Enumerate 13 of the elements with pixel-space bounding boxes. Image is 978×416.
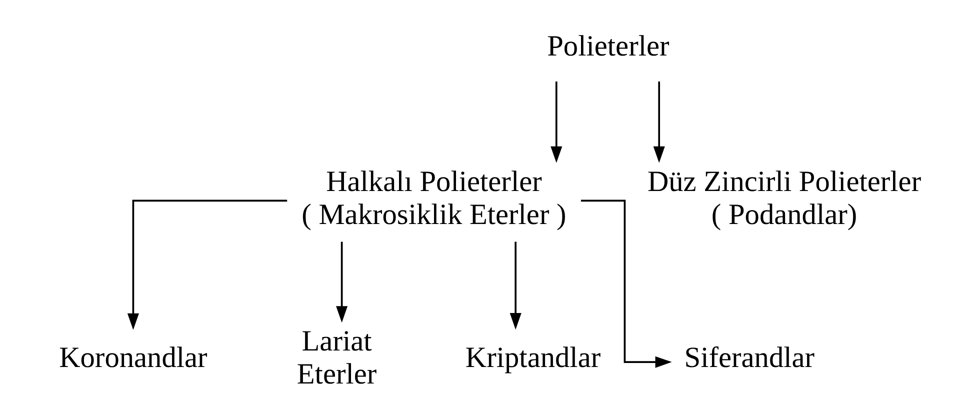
arrow — [580, 200, 672, 368]
node-text: Kriptandlar — [465, 342, 601, 374]
node-text: Düz Zincirli Polieterler ( Podandlar) — [647, 166, 922, 232]
arrow — [653, 81, 665, 163]
node-text: Lariat Eterler — [296, 326, 377, 391]
arrow — [550, 81, 562, 163]
arrow — [510, 242, 522, 330]
arrow — [336, 242, 348, 323]
node-text: Siferandlar — [684, 342, 815, 374]
node-text: Halkalı Polieterler ( Makrosiklik Eterler ) — [302, 166, 566, 232]
node-text: Polieterler — [547, 30, 670, 62]
node-text: Koronandlar — [59, 342, 208, 374]
arrow — [127, 200, 288, 330]
